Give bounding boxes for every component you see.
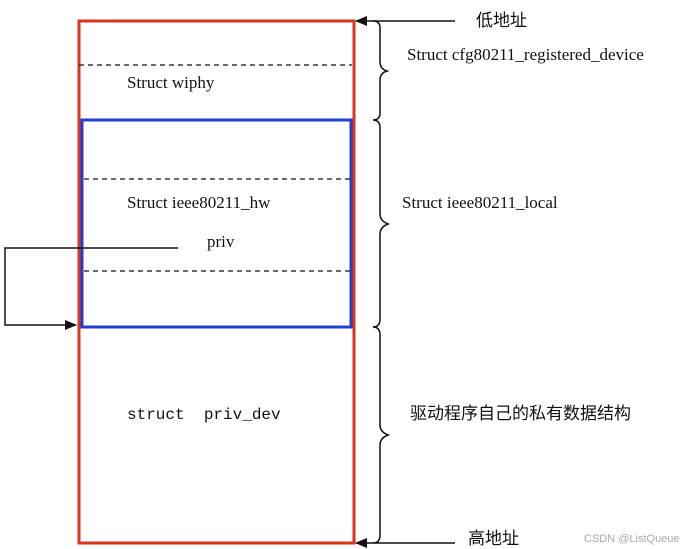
wiphy-label: Struct wiphy	[127, 73, 215, 92]
priv-pointer-arrow	[4, 247, 178, 330]
high-address-label: 高地址	[468, 529, 519, 549]
low-address-label: 低地址	[476, 11, 527, 31]
outer-memory-box	[77, 19, 356, 545]
ieee80211-hw-label: Struct ieee80211_hw	[127, 193, 271, 212]
brace-driver-private	[372, 326, 391, 544]
ieee80211-local-box	[80, 118, 353, 329]
brace-ieee80211-local	[372, 119, 391, 328]
csdn-watermark: CSDN @ListQueue	[584, 533, 680, 545]
brace-registered-device	[372, 20, 390, 121]
ieee80211-local-label: Struct ieee80211_local	[402, 193, 558, 212]
registered-device-label: Struct cfg80211_registered_device	[407, 45, 644, 64]
driver-private-label: 驱动程序自己的私有数据结构	[410, 404, 631, 424]
priv-dev-label: struct priv_dev	[127, 406, 281, 424]
priv-label: priv	[207, 232, 235, 251]
